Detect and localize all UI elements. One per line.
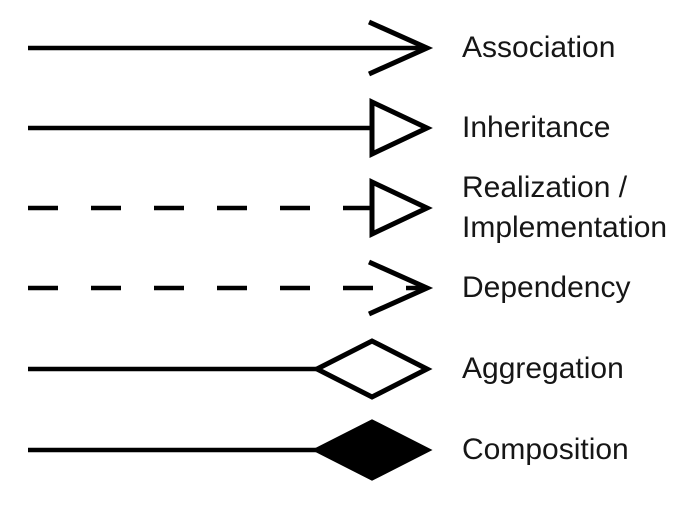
association-arrow-icon (28, 19, 434, 77)
legend-label: Composition (462, 433, 629, 466)
legend-row-composition: Composition (0, 410, 700, 490)
legend-row-aggregation: Aggregation (0, 329, 700, 409)
legend-label: Aggregation (462, 352, 624, 385)
aggregation-arrow-icon (28, 338, 433, 400)
legend-row-inheritance: Inheritance (0, 88, 700, 168)
inheritance-arrow-icon (28, 98, 433, 158)
composition-arrow-icon (28, 419, 433, 481)
legend-label: Association (462, 31, 616, 64)
legend-label: Dependency (462, 271, 631, 304)
legend-row-association: Association (0, 8, 700, 88)
legend-label: Realization / Implementation (462, 171, 668, 244)
legend-row-dependency: Dependency (0, 248, 700, 328)
legend-label: Inheritance (462, 111, 611, 144)
legend-row-realization: Realization / Implementation (0, 168, 700, 248)
dependency-arrow-icon (28, 259, 434, 317)
realization-arrow-icon (28, 178, 433, 238)
